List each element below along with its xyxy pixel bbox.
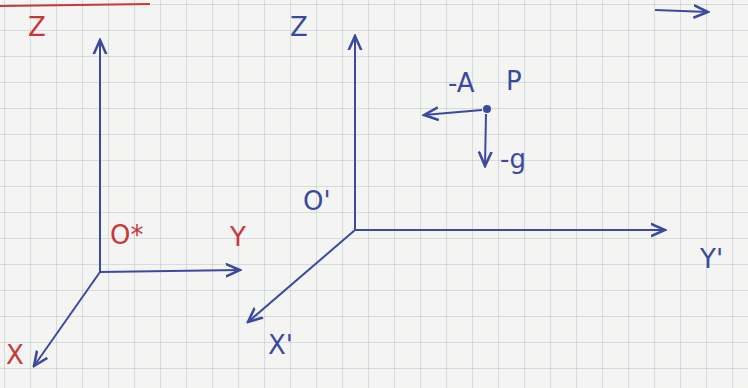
x-axis xyxy=(34,272,100,366)
vector-label: -g xyxy=(500,146,526,172)
axis-label: X' xyxy=(268,332,293,358)
z-axis xyxy=(99,40,101,272)
origin-label: O' xyxy=(303,188,331,214)
z-prime-axis xyxy=(354,36,356,230)
y-prime-axis xyxy=(355,229,665,231)
axis-label: Z xyxy=(290,14,308,40)
vector-label: -A xyxy=(448,70,475,96)
arrow-stroke xyxy=(655,10,708,12)
axis-label: Y xyxy=(230,224,246,250)
vector-a xyxy=(424,110,482,115)
vector-g xyxy=(485,114,486,166)
y-axis xyxy=(100,270,240,272)
origin-label: O* xyxy=(110,222,143,248)
point-p xyxy=(483,105,491,113)
axis-label: Z xyxy=(28,14,46,40)
x-prime-axis xyxy=(248,230,355,322)
point-label: P xyxy=(506,68,522,94)
red-stroke xyxy=(0,4,150,6)
axis-label: Y' xyxy=(700,246,723,272)
axis-label: X xyxy=(6,342,24,368)
